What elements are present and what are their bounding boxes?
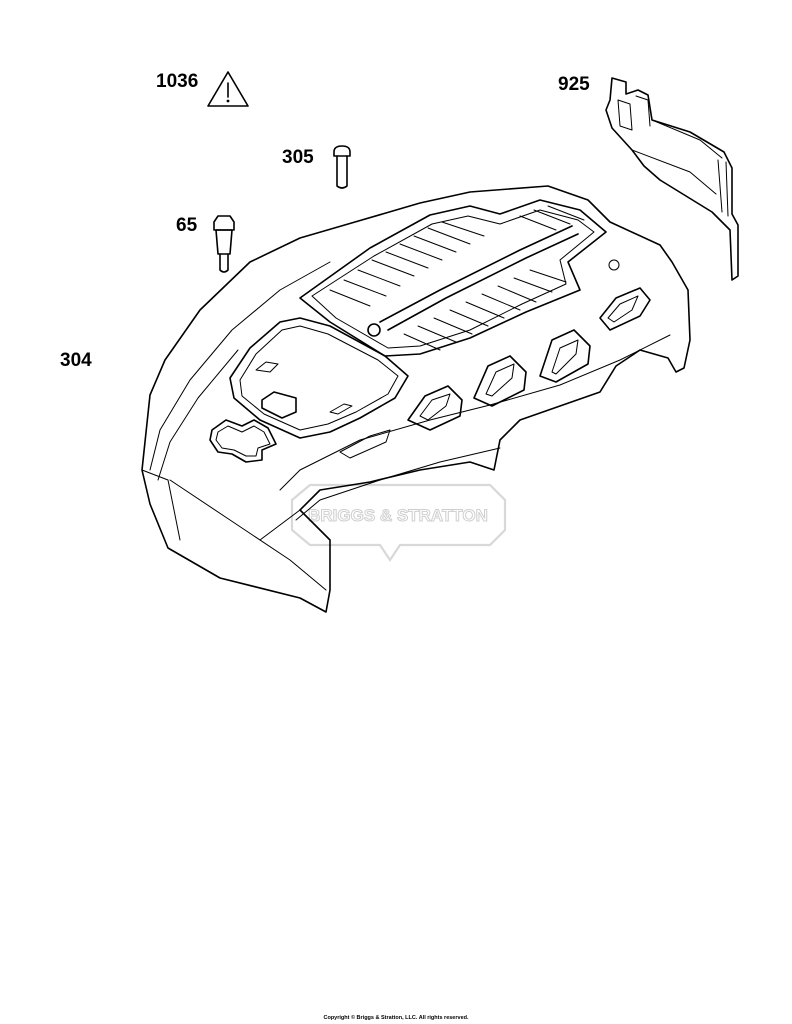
blower-housing-304	[141, 185, 691, 613]
bolt-65	[213, 215, 235, 273]
shield-925	[605, 77, 739, 281]
side-vents	[339, 287, 651, 459]
watermark-text: BRIGGS & STRATTON	[308, 506, 488, 525]
part-label-305: 305	[282, 147, 314, 168]
watermark-logo: BRIGGS & STRATTON	[290, 483, 507, 562]
screw-305	[333, 145, 351, 189]
part-label-65: 65	[176, 215, 198, 236]
copyright-notice: Copyright © Briggs & Stratton, LLC. All …	[323, 1015, 469, 1021]
warning-icon	[207, 71, 249, 107]
part-label-925: 925	[558, 74, 590, 95]
grille-slats	[329, 205, 585, 351]
part-label-304: 304	[60, 350, 92, 371]
part-label-1036: 1036	[156, 71, 199, 92]
